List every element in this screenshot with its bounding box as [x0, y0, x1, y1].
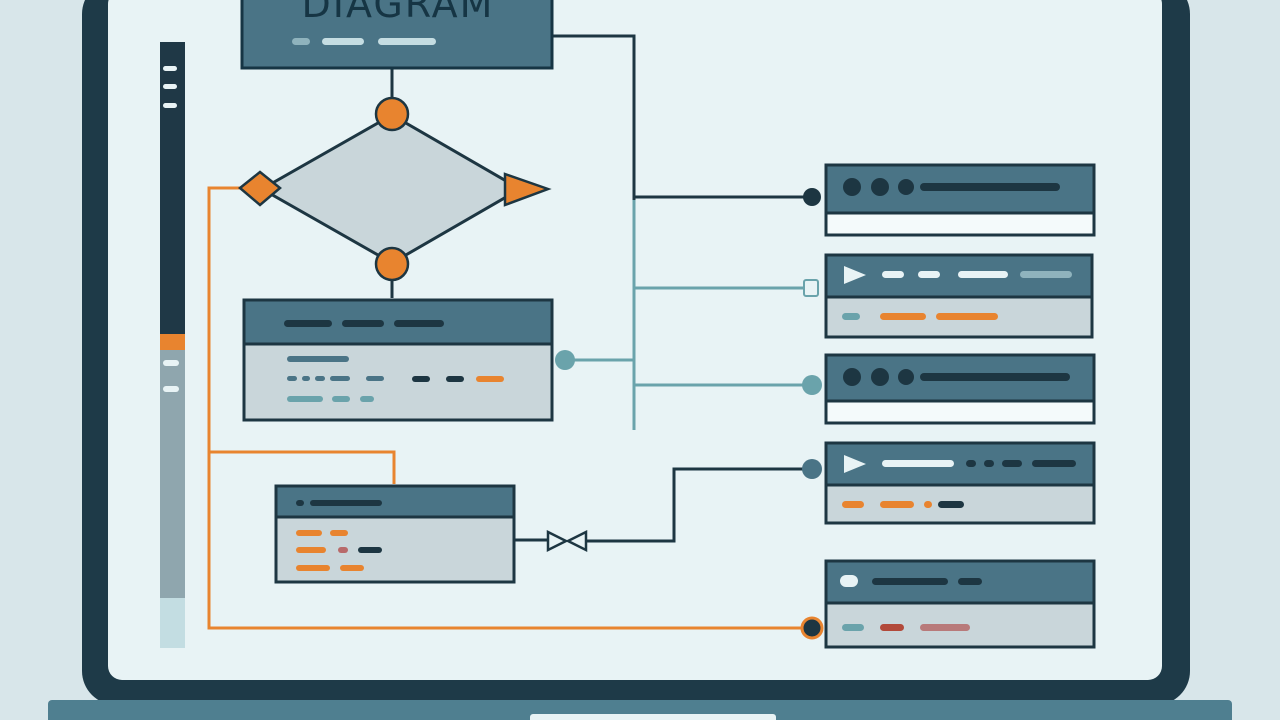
laptop-base: [48, 700, 1232, 720]
row-bar-accent: [296, 530, 322, 536]
card-row-bar: [920, 624, 970, 631]
diamond-node-left[interactable]: [238, 170, 282, 207]
connector-to-card-4: [586, 467, 812, 543]
scrollbar-dot: [163, 360, 179, 366]
card-text-bar: [958, 271, 1008, 278]
row-bar-accent: [330, 530, 348, 536]
row-bar: [366, 376, 384, 381]
vertical-scrollbar[interactable]: [160, 42, 185, 648]
connectors: [207, 34, 812, 630]
card-text-bar: [984, 460, 994, 467]
header-text-bar: [296, 500, 304, 506]
scrollbar-dot: [163, 84, 177, 89]
row-bar: [332, 396, 350, 402]
card-1[interactable]: [803, 163, 1096, 237]
card-text-bar: [1002, 460, 1022, 467]
card-text-bar: [920, 373, 1070, 381]
card-5[interactable]: [800, 559, 1096, 649]
scrollbar-dot: [163, 386, 179, 392]
card-row-bar-accent: [880, 501, 914, 508]
card-text-bar: [872, 578, 948, 585]
card-3[interactable]: [802, 353, 1096, 425]
card-port[interactable]: [803, 279, 819, 297]
card-dot: [898, 179, 914, 195]
card-text-bar: [882, 271, 904, 278]
scrollbar-dark-segment: [160, 42, 185, 334]
row-bar: [287, 376, 297, 381]
diamond-node-right[interactable]: [503, 172, 552, 207]
card-text-bar: [920, 183, 1060, 191]
row-bar: [358, 547, 382, 553]
row-bar: [412, 376, 430, 382]
row-bar: [330, 376, 350, 381]
card-text-bar: [918, 271, 940, 278]
card-text-bar: [966, 460, 976, 467]
row-bar: [315, 376, 325, 381]
card-row-bar-accent: [880, 313, 926, 320]
header-text-bar: [284, 320, 332, 327]
card-row-bar-accent: [880, 624, 904, 631]
card-dot: [871, 178, 889, 196]
card-port[interactable]: [800, 616, 824, 640]
card-port[interactable]: [802, 459, 822, 479]
row-bar: [360, 396, 374, 402]
table-connector-port[interactable]: [555, 350, 575, 370]
title-box-bar: [322, 38, 364, 45]
row-bar: [287, 396, 323, 402]
bowtie-connector: [546, 529, 569, 553]
card-row-bar-accent: [842, 501, 864, 508]
decision-diamond[interactable]: [238, 96, 552, 282]
card-port[interactable]: [802, 375, 822, 395]
laptop-touchpad-notch: [530, 714, 776, 720]
row-bar-accent: [296, 565, 330, 571]
header-text-bar: [394, 320, 444, 327]
table-node-small[interactable]: [274, 484, 588, 584]
play-icon: [844, 455, 866, 473]
connector-orange-loop: [207, 186, 812, 630]
row-bar-accent: [476, 376, 504, 382]
row-bar: [446, 376, 464, 382]
play-icon: [844, 266, 866, 284]
connector-orange-to-small-table: [209, 450, 396, 484]
header-text-bar: [310, 500, 382, 506]
title-box-bar: [378, 38, 436, 45]
card-row-bar: [842, 313, 860, 320]
card-dot: [898, 369, 914, 385]
row-bar-accent: [296, 547, 326, 553]
diamond-node-bottom[interactable]: [374, 246, 410, 282]
header-text-bar: [342, 320, 384, 327]
table-node-main[interactable]: [242, 298, 575, 422]
row-bar: [338, 547, 348, 553]
card-row-bar-accent: [936, 313, 998, 320]
title-box-bar: [292, 38, 310, 45]
bowtie-connector: [565, 529, 588, 553]
card-port[interactable]: [803, 188, 821, 206]
card-row-bar: [938, 501, 964, 508]
card-text-bar: [958, 578, 982, 585]
row-bar: [287, 356, 349, 362]
scrollbar-dot: [163, 103, 177, 108]
title-box[interactable]: [240, 0, 554, 70]
title-box-frame: [240, 0, 554, 70]
row-bar-accent: [340, 565, 364, 571]
diagram-title: DIAGRAM: [301, 0, 495, 26]
card-2[interactable]: [803, 253, 1094, 339]
card-text-bar: [1020, 271, 1072, 278]
card-dot: [843, 178, 861, 196]
diamond-node-top[interactable]: [374, 96, 410, 132]
scrollbar-light-segment: [160, 598, 185, 648]
row-bar: [302, 376, 310, 381]
card-text-bar: [882, 460, 954, 467]
card-pill: [840, 575, 858, 587]
scrollbar-dot: [163, 66, 177, 71]
card-text-bar: [1032, 460, 1076, 467]
card-row-bar-accent: [924, 501, 932, 508]
scrollbar-accent-segment: [160, 334, 185, 350]
card-4[interactable]: [802, 441, 1096, 525]
card-row-bar: [842, 624, 864, 631]
card-dot: [871, 368, 889, 386]
card-dot: [843, 368, 861, 386]
